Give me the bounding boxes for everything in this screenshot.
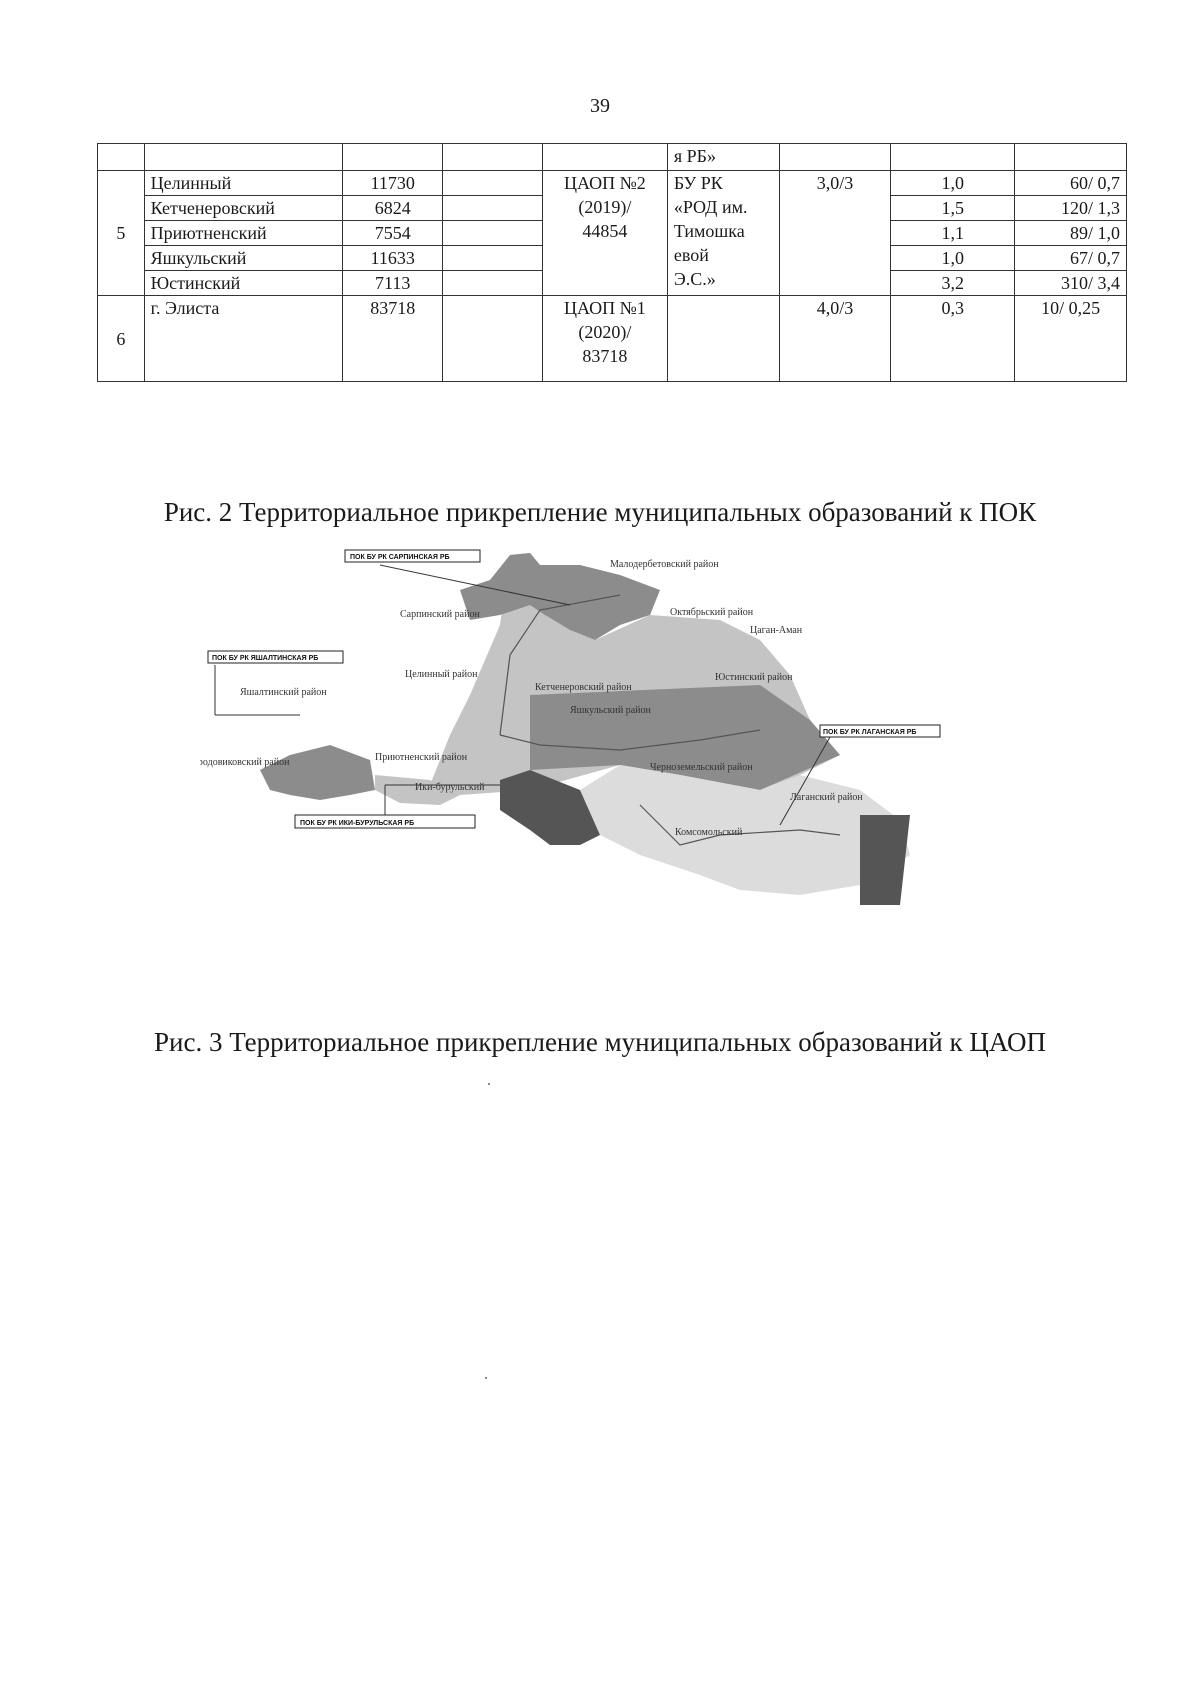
- table-row: 6 г. Элиста 83718 ЦАОП №1 (2020)/ 83718 …: [97, 295, 1127, 382]
- region-cherno: [580, 765, 910, 895]
- svg-text:Яшалтинский район: Яшалтинский район: [240, 687, 327, 698]
- svg-text:Приютненский район: Приютненский район: [375, 752, 468, 763]
- region-gorodov: [375, 775, 460, 805]
- page-number: 39: [590, 95, 610, 117]
- region-yashalta: [260, 745, 375, 800]
- population-cell: 83718: [342, 295, 444, 382]
- population-cell: 11730: [342, 170, 444, 196]
- table-row: Приютненский 7554 1,1 89/ 1,0: [98, 220, 1127, 246]
- value-cell: 0,3: [890, 295, 1016, 382]
- value-cell: 1,1: [890, 220, 1016, 246]
- district-cell: Яшкульский: [143, 245, 344, 271]
- svg-text:Юстинский район: Юстинский район: [715, 672, 793, 683]
- svg-text:Лаганский район: Лаганский район: [790, 792, 863, 803]
- region-lagan: [860, 815, 910, 905]
- box-lagan: ПОК БУ РК ЛАГАНСКАЯ РБ: [823, 729, 916, 736]
- box-iki: ПОК БУ РК ИКИ-БУРУЛЬСКАЯ РБ: [300, 820, 414, 827]
- svg-text:Черноземельский район: Черноземельский район: [650, 762, 753, 773]
- district-cell: Целинный: [143, 170, 344, 196]
- value-cell: 310/ 3,4: [1014, 270, 1127, 296]
- center-cell: ЦАОП №1 (2020)/ 83718: [542, 295, 668, 382]
- table-row: Яшкульский 11633 1,0 67/ 0,7: [98, 245, 1127, 271]
- svg-text:Ики-бурульский: Ики-бурульский: [415, 782, 485, 793]
- svg-text:Малодербетовский район: Малодербетовский район: [610, 559, 719, 570]
- value-cell: 3,2: [890, 270, 1016, 296]
- row-number: 6: [97, 295, 145, 382]
- svg-text:Яшкульский район: Яшкульский район: [570, 705, 651, 716]
- kalmykia-map: ПОК БУ РК САРПИНСКАЯ РБ ПОК БУ РК ЯШАЛТИ…: [200, 549, 941, 905]
- value-cell: 89/ 1,0: [1014, 220, 1127, 246]
- population-cell: 6824: [342, 195, 444, 221]
- svg-text:Кетченеровский район: Кетченеровский район: [535, 682, 632, 693]
- population-cell: 7554: [342, 220, 444, 246]
- table-row: я РБ»: [97, 143, 1127, 171]
- table-row: Кетченеровский 6824 1,5 120/ 1,3: [98, 195, 1127, 221]
- svg-text:Городовиковский район: Городовиковский район: [200, 757, 290, 768]
- svg-text:Комсомольский: Комсомольский: [675, 827, 743, 838]
- district-cell: Юстинский: [143, 270, 344, 296]
- population-cell: 11633: [342, 245, 444, 271]
- region-yashkul: [530, 685, 840, 790]
- organization-cell: БУ РК «РОД им. Тимошка евой Э.С.»: [666, 170, 780, 296]
- value-cell: 1,0: [890, 170, 1016, 196]
- ratio-cell: 4,0/3: [778, 295, 892, 382]
- region-iki: [500, 770, 600, 845]
- table-cell: я РБ»: [666, 143, 780, 171]
- value-cell: 60/ 0,7: [1014, 170, 1127, 196]
- svg-text:Сарпинский район: Сарпинский район: [400, 609, 480, 620]
- figure-2-caption: Рис. 2 Территориальное прикрепление муни…: [163, 497, 1037, 527]
- population-cell: 7113: [342, 270, 444, 296]
- scan-speck: [488, 1083, 490, 1085]
- district-cell: г. Элиста: [143, 295, 344, 382]
- svg-text:Октябрьский район: Октябрьский район: [670, 607, 754, 618]
- value-cell: 1,0: [890, 245, 1016, 271]
- ratio-cell: 3,0/3: [778, 170, 892, 296]
- value-cell: 120/ 1,3: [1014, 195, 1127, 221]
- table-row: 5 Целинный 11730 ЦАОП №2 (2019)/ 44854 Б…: [97, 170, 1127, 296]
- table-row: Юстинский 7113 3,2 310/ 3,4: [98, 270, 1127, 296]
- value-cell: 1,5: [890, 195, 1016, 221]
- scan-speck: [485, 1377, 487, 1379]
- district-cell: Кетченеровский: [143, 195, 344, 221]
- district-cell: Приютненский: [143, 220, 344, 246]
- box-sarpa: ПОК БУ РК САРПИНСКАЯ РБ: [350, 554, 450, 561]
- row-number: 5: [97, 170, 145, 296]
- allocation-table: я РБ» 5 Целинный 11730 ЦАОП №2 (2019)/ 4…: [97, 143, 1127, 382]
- svg-text:Целинный район: Целинный район: [405, 669, 478, 680]
- svg-text:Цаган-Аман: Цаган-Аман: [750, 625, 803, 636]
- figure-3-caption: Рис. 3 Территориальное прикрепление муни…: [154, 1027, 1046, 1057]
- region-sarpa: [460, 553, 660, 640]
- value-cell: 67/ 0,7: [1014, 245, 1127, 271]
- box-yashalta: ПОК БУ РК ЯШАЛТИНСКАЯ РБ: [212, 655, 318, 662]
- value-cell: 10/ 0,25: [1014, 295, 1127, 382]
- center-cell: ЦАОП №2 (2019)/ 44854: [542, 170, 668, 296]
